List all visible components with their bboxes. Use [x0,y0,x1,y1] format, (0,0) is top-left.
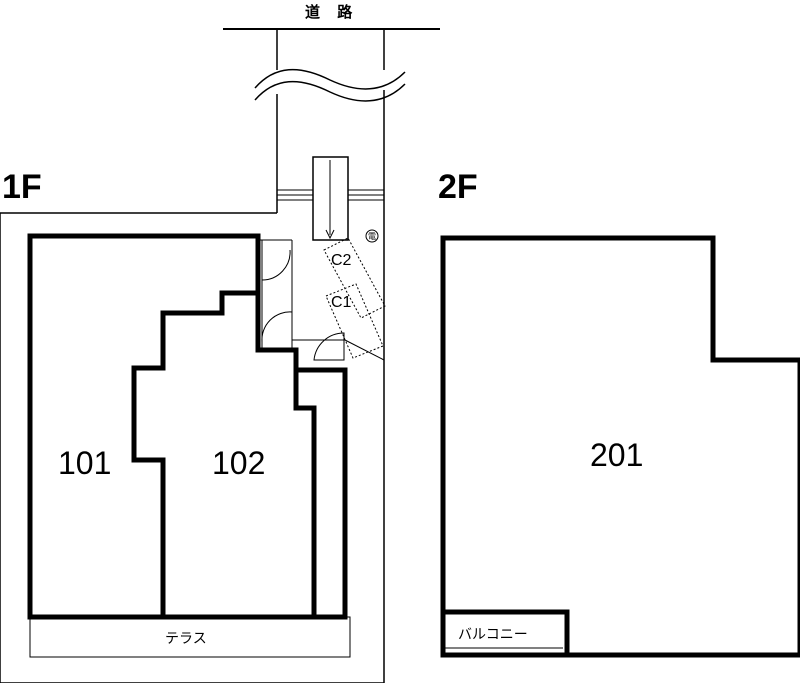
road-label: 道 路 [305,3,358,21]
floor-label-2f: 2F [438,168,478,206]
unit-label-102: 102 [212,445,265,481]
site-boundary-1f [0,212,385,683]
unit-102-east-wall [293,370,317,617]
door-swing-102 [313,332,345,361]
floor-2f: 2F バルコニー 201 [438,168,800,658]
meter-label: 電 [368,232,376,241]
parking-label-c2: C2 [331,252,352,269]
unit-201-wall [440,235,800,658]
unit-label-101: 101 [58,445,111,481]
floor-label-1f: 1F [2,168,42,206]
door-swing-lower [261,310,293,343]
break-line-top [254,68,406,90]
parking-label-c1: C1 [331,294,352,311]
meter-icon [365,229,379,243]
floor-1f: 1F テラス 101 102 [0,168,385,683]
parking-space-c2 [323,237,386,319]
electric-meter: 電 [365,229,379,243]
unit-102-wall [131,290,258,617]
balcony [440,612,567,658]
access-lane [250,29,415,360]
entrance-hall [258,239,385,361]
unit-101-wall [27,233,348,620]
unit-label-201: 201 [590,437,643,473]
terrace-label: テラス [165,631,207,647]
parking-space-c1 [325,283,384,359]
road: 道 路 [223,3,440,30]
break-line-bottom [254,80,406,102]
door-swing-upper [261,242,291,281]
balcony-label: バルコニー [458,627,528,643]
parking-spaces: C2 C1 [323,237,386,359]
terrace [29,616,351,658]
